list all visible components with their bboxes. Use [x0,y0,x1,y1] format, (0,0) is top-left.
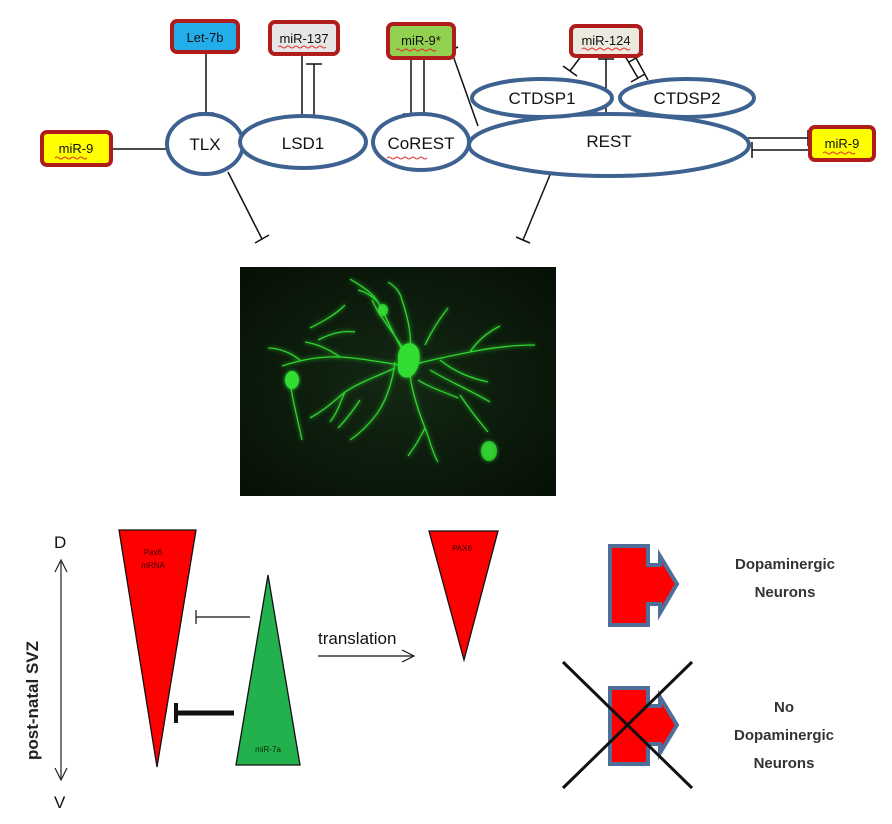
label-mir9-left: miR-9 [59,141,94,156]
neuron-soma-main [398,343,420,378]
outcome-negative-line1: No [774,699,794,716]
mir7a-gradient: miR-7a [235,574,301,766]
label-corest: CoREST [387,134,454,153]
svz-axis-arrow-up [54,558,68,573]
mir7a-inhibition [174,610,250,723]
translation-label: translation [318,629,396,648]
spellcheck-squiggle [395,48,437,52]
svz-dorsal-label: D [54,533,66,552]
edge-rest-neuron-bar [515,236,531,244]
node-corest [371,112,471,172]
node-ctdsp2 [618,77,756,119]
label-rest: REST [586,132,631,151]
label-mir124: miR-124 [581,33,630,48]
edge-rest-neuron [522,169,553,241]
label-mir9-right: miR-9 [825,136,860,151]
label-mir9star: miR-9* [401,33,441,48]
neuron-soma-right [481,441,497,461]
pax6-protein-label: PAX6 [452,544,472,553]
svz-axis: D V post-natal SVZ [23,533,68,812]
cross-out-line-2 [561,660,694,790]
pax6-mrna-label-line2: mRNA [141,561,165,570]
edge-tlx-neuron [227,171,263,240]
outcome-negative: No Dopaminergic Neurons [561,660,834,790]
pax6-mrna-triangle [118,529,197,768]
neuron-processes [267,278,536,463]
label-ctdsp1: CTDSP1 [508,89,575,108]
spellcheck-squiggle [581,47,631,51]
label-ctdsp2: CTDSP2 [653,89,720,108]
pax6-mrna-label-line1: Pax6 [144,548,163,557]
edge-ctdsp2-mir124 [635,57,649,81]
box-let7b [170,19,240,54]
svz-ventral-label: V [54,793,66,812]
label-lsd1: LSD1 [282,134,325,153]
neuron-soma-left [285,371,299,389]
spellcheck-squiggle [822,151,856,155]
mir7a-label: miR-7a [255,745,281,754]
mir7a-triangle [235,574,301,766]
edge-mir124-ctdsp2-bar [630,73,646,83]
dopaminergic-arrow-icon [608,544,680,627]
label-tlx: TLX [189,135,220,154]
network-node-labels: TLX LSD1 CoREST REST CTDSP1 CTDSP2 [189,89,721,160]
edge-rest-mir9star [450,49,479,127]
node-lsd1 [238,114,368,170]
spellcheck-squiggle [277,45,327,49]
outcome-negative-line3: Neurons [754,755,815,772]
neuron-soma-top [378,304,388,316]
outcome-positive-line2: Neurons [755,584,816,601]
edge-mir124-ctdsp1-bar [562,65,578,77]
translation-step: translation [318,629,416,663]
neuron-micrograph [240,267,556,496]
edge-mir124-ctdsp2 [624,55,639,79]
translation-arrow-head [401,649,416,663]
spellcheck-squiggle [54,156,88,160]
label-mir137: miR-137 [279,31,328,46]
pax6-mrna-gradient: Pax6 mRNA [118,529,197,768]
outcome-positive-line1: Dopaminergic [735,556,835,573]
mirna-labels: Let-7b miR-137 miR-9* miR-124 miR-9 miR-… [54,30,860,160]
svz-axis-arrow-down [54,767,68,782]
neuron-somas [285,304,497,461]
pax6-protein-triangle [428,530,499,663]
pax6-protein: PAX6 [428,530,499,663]
box-mir9-left [40,130,113,167]
outcome-positive: Dopaminergic Neurons [608,544,835,627]
svz-axis-label: post-natal SVZ [23,641,42,760]
spellcheck-squiggle [386,156,428,160]
mirna-boxes [40,19,876,167]
node-ctdsp1 [470,77,614,119]
no-dopaminergic-arrow-icon [608,686,680,766]
label-let7b: Let-7b [187,30,224,45]
edge-tlx-neuron-bar [254,234,270,244]
network-nodes [165,77,756,178]
outcome-negative-line2: Dopaminergic [734,727,834,744]
